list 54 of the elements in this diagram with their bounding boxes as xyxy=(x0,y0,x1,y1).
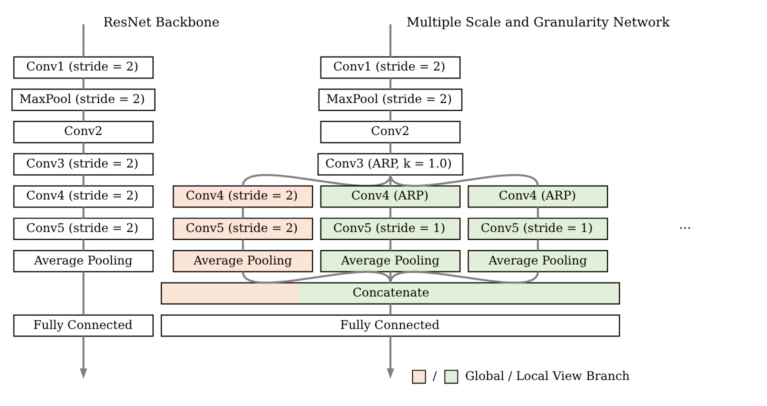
label: ··· xyxy=(678,220,692,236)
node-box: Conv4 (stride = 2) xyxy=(13,184,154,208)
connector xyxy=(389,24,392,56)
connector xyxy=(389,271,392,282)
label: ResNet Backbone xyxy=(103,15,220,30)
connector xyxy=(82,78,84,89)
connector xyxy=(82,174,84,186)
legend-label: / xyxy=(432,368,437,382)
connector xyxy=(389,110,392,121)
connector xyxy=(242,174,392,186)
node-box: Conv2 xyxy=(13,120,154,143)
connector xyxy=(536,206,539,218)
node-box: Concatenate xyxy=(160,282,620,304)
node-box: Conv5 (stride = 2) xyxy=(13,217,154,240)
connector xyxy=(389,142,392,154)
connector xyxy=(242,206,244,218)
node-box: Conv5 (stride = 1) xyxy=(468,217,608,240)
node-box: Conv3 (ARP, k = 1.0) xyxy=(318,152,464,175)
node-box: Conv4 (ARP) xyxy=(468,184,608,208)
label: Multiple Scale and Granularity Network xyxy=(406,15,670,30)
arrow xyxy=(80,336,88,378)
node-box: MaxPool (stride = 2) xyxy=(11,88,156,110)
connector xyxy=(389,303,392,315)
arrow xyxy=(386,336,394,378)
node-box: Conv1 (stride = 2) xyxy=(13,56,154,78)
node-box: Fully Connected xyxy=(160,314,620,336)
connector xyxy=(536,238,539,250)
node-box: MaxPool (stride = 2) xyxy=(318,88,462,110)
connector xyxy=(82,110,84,121)
connector xyxy=(389,78,392,89)
connector xyxy=(82,142,84,154)
legend-label: Global / Local View Branch xyxy=(465,368,630,382)
node-box: Fully Connected xyxy=(13,314,154,336)
node-box: Conv5 (stride = 1) xyxy=(320,217,461,240)
node-box: Average Pooling xyxy=(13,249,154,272)
connector xyxy=(82,206,84,218)
connector xyxy=(82,271,84,315)
connector xyxy=(389,270,539,284)
node-box: Conv1 (stride = 2) xyxy=(320,56,461,78)
node-box: Average Pooling xyxy=(468,249,608,272)
node-box: Average Pooling xyxy=(320,249,461,272)
node-box: Conv4 (ARP) xyxy=(320,184,461,208)
connector xyxy=(242,238,244,250)
connector xyxy=(242,270,392,284)
connector xyxy=(389,238,392,250)
node-box: Conv5 (stride = 2) xyxy=(172,217,314,240)
node-box: Average Pooling xyxy=(172,249,314,272)
node-box: Conv2 xyxy=(320,120,461,143)
connector xyxy=(82,24,84,56)
connector xyxy=(82,238,84,250)
connector xyxy=(389,206,392,218)
node-box: Conv3 (stride = 2) xyxy=(13,152,154,175)
connector xyxy=(389,174,539,186)
node-box: Conv4 (stride = 2) xyxy=(172,184,314,208)
